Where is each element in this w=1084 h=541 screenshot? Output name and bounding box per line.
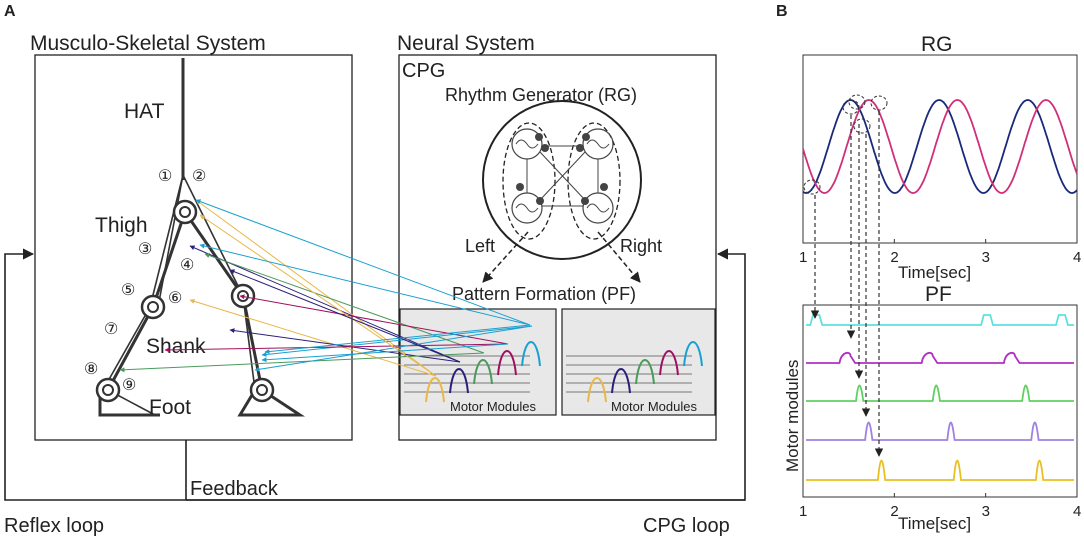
x-tick-label: 2	[890, 503, 898, 520]
pf-chart-xticks: 1 2 3 4	[799, 493, 1081, 520]
pf-series-line	[806, 421, 1074, 441]
muscle-number-2: ②	[192, 168, 206, 185]
motor-command-arrow	[264, 324, 531, 355]
segment-foot: Foot	[149, 396, 191, 419]
left-arrow	[482, 231, 529, 283]
panel-b-label: B	[776, 3, 788, 20]
motor-module-curve	[587, 377, 607, 403]
motor-modules-right-label: Motor Modules	[611, 399, 697, 414]
pf-series-line	[806, 459, 1074, 481]
motor-command-arrow	[189, 245, 461, 363]
rhythm-generator-label: Rhythm Generator (RG)	[445, 85, 637, 105]
motor-module-curve	[449, 368, 469, 394]
neural-system-box	[398, 54, 717, 441]
motor-command-arrow	[195, 199, 531, 326]
motor-module-curve	[521, 341, 541, 367]
muscle-number-9: ⑨	[122, 377, 136, 394]
muscle-number-8: ⑧	[84, 361, 98, 378]
motor-command-arrow	[229, 269, 461, 363]
motor-command-arrow	[239, 294, 509, 345]
pf-series-line	[806, 351, 1074, 364]
motor-command-arrows	[119, 199, 533, 377]
muscle-number-7: ⑦	[104, 321, 118, 338]
pf-series-line	[806, 314, 1074, 326]
rg-chart-xlabel: Time[sec]	[898, 263, 971, 282]
rg-event-marker	[803, 179, 821, 195]
rg-series-line	[802, 99, 1078, 194]
rg-to-pf-links	[810, 111, 884, 457]
motor-module-curve	[611, 368, 631, 394]
feedback-loops	[4, 248, 746, 501]
muscle-number-3: ③	[138, 241, 152, 258]
motor-command-arrow	[189, 298, 437, 377]
motor-command-arrow	[164, 343, 509, 353]
motor-command-arrow	[261, 325, 533, 358]
segment-thigh: Thigh	[95, 214, 148, 237]
x-tick-label: 3	[982, 503, 990, 520]
motor-module-curve	[683, 341, 703, 367]
motor-module-curve	[635, 359, 655, 385]
rg-chart-plot	[802, 94, 1078, 195]
rg-chart-xticks: 1 2 3 4	[799, 239, 1081, 266]
motor-command-arrow	[254, 325, 533, 372]
motor-modules-left-label: Motor Modules	[450, 399, 536, 414]
pf-chart-plot	[806, 314, 1074, 481]
x-tick-label: 4	[1073, 249, 1081, 266]
neural-system-title: Neural System	[397, 32, 535, 55]
motor-command-arrow	[199, 214, 437, 377]
feedback-label: Feedback	[190, 478, 279, 500]
rhythm-generator-diagram	[482, 100, 642, 260]
pf-chart-ylabel: Motor modules	[783, 360, 802, 472]
reflex-loop-label: Reflex loop	[4, 515, 104, 537]
muscle-number-6: ⑥	[168, 290, 182, 307]
x-tick-label: 3	[982, 249, 990, 266]
motor-modules-right: Motor Modules	[561, 308, 716, 416]
rg-event-marker	[853, 118, 871, 134]
panel-a-label: A	[4, 3, 16, 20]
motor-command-arrow	[119, 352, 485, 373]
rg-event-marker	[870, 95, 888, 111]
rg-chart-frame	[802, 54, 1078, 244]
muscle-number-labels: ① ② ③ ④ ⑤ ⑥ ⑦ ⑧ ⑨	[84, 168, 206, 394]
right-arrow	[597, 231, 641, 283]
muscle-number-5: ⑤	[121, 282, 135, 299]
motor-command-arrow	[195, 199, 437, 377]
pattern-formation-label: Pattern Formation (PF)	[452, 284, 636, 304]
x-tick-label: 2	[890, 249, 898, 266]
motor-module-curve	[497, 350, 517, 376]
motor-command-arrow	[261, 343, 509, 363]
rg-series-line	[802, 99, 1078, 194]
x-tick-label: 1	[799, 249, 807, 266]
motor-module-curve	[659, 350, 679, 376]
motor-command-arrow	[199, 243, 531, 326]
rg-event-marker	[848, 94, 866, 110]
rg-chart-title: RG	[921, 33, 953, 56]
pf-chart-xlabel: Time[sec]	[898, 514, 971, 533]
skeleton	[95, 58, 306, 417]
x-tick-label: 4	[1073, 503, 1081, 520]
muscle-number-4: ④	[180, 257, 194, 274]
pf-chart-title: PF	[925, 283, 952, 306]
cpg-label: CPG	[402, 60, 445, 82]
pf-series-line	[806, 384, 1074, 402]
motor-module-curve	[425, 377, 445, 403]
muscle-number-1: ①	[158, 168, 172, 185]
motor-modules-left: Motor Modules	[399, 308, 557, 416]
cpg-loop-label: CPG loop	[643, 515, 730, 537]
segment-shank: Shank	[146, 335, 206, 358]
x-tick-label: 1	[799, 503, 807, 520]
motor-command-arrow	[229, 328, 461, 363]
motor-module-curve	[473, 359, 493, 385]
musculo-skeletal-box	[34, 54, 353, 441]
pf-chart-frame	[802, 304, 1078, 498]
segment-hat: HAT	[124, 100, 165, 123]
rg-event-marker	[842, 99, 860, 115]
musculo-skeletal-title: Musculo-Skeletal System	[30, 32, 266, 55]
right-label: Right	[620, 236, 662, 256]
left-label: Left	[465, 236, 495, 256]
